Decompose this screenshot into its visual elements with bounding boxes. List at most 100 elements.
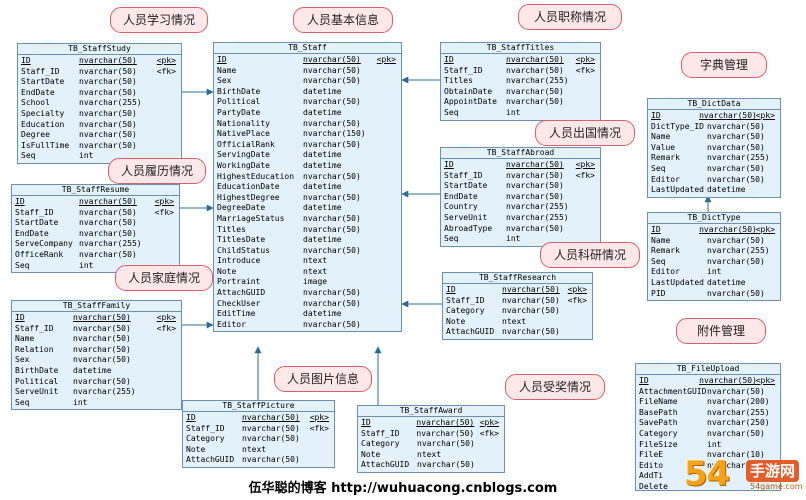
column-key: [773, 246, 778, 257]
column-name: Staff_ID: [444, 170, 483, 180]
column-key: [373, 193, 399, 204]
column-key: [306, 434, 332, 445]
column-name: EducationDate: [217, 182, 280, 192]
column-type: nvarchar(50): [79, 249, 137, 259]
column-type: nvarchar(50): [506, 191, 564, 201]
column-type: nvarchar(50): [707, 428, 765, 438]
column-name: Staff_ID: [444, 65, 483, 75]
column-key: <fk>: [309, 423, 329, 433]
column-type: int: [506, 234, 521, 244]
column-type: nvarchar(250): [707, 418, 770, 428]
column-name: AppointDate: [444, 97, 497, 107]
column-key: <pk>: [755, 376, 775, 385]
column-name: Staff_ID: [15, 207, 54, 217]
column-name: Staff_ID: [15, 323, 54, 333]
column-name: LastUpdated: [651, 185, 704, 195]
callout-award: 人员受奖情况: [505, 374, 605, 400]
column-key: [373, 246, 399, 257]
column-type: datetime: [303, 160, 342, 170]
column-name: WorkingDate: [217, 160, 270, 170]
column-name: FileSize: [639, 439, 678, 449]
column-key: [771, 408, 778, 419]
column-type: nvarchar(50): [699, 376, 756, 385]
column-name: Sex: [15, 355, 30, 365]
table-title: TB_StaffAbroad: [441, 148, 600, 159]
column-key: [141, 141, 179, 152]
column-type: nvarchar(50): [79, 207, 137, 217]
column-key: [373, 129, 399, 140]
column-type: nvarchar(50): [416, 418, 475, 427]
column-key: <pk>: [575, 55, 595, 64]
table-title: TB_StaffStudy: [18, 44, 181, 55]
column-name: AttachGUID: [217, 288, 266, 298]
column-key: [481, 450, 502, 461]
column-key: [373, 76, 399, 87]
column-name: Delete: [639, 481, 668, 491]
watermark-url: 54game.com: [750, 482, 803, 491]
column-key: [373, 214, 399, 225]
table-title: TB_StaffTitles: [441, 43, 600, 54]
column-name: Category: [446, 306, 485, 316]
column-name: Seq: [15, 397, 30, 407]
column-key: <pk>: [567, 285, 587, 294]
column-type: nvarchar(255): [506, 212, 569, 222]
column-type: ntext: [417, 449, 442, 459]
column-name: OfficialRank: [217, 139, 275, 149]
column-key: <pk>: [156, 313, 176, 322]
column-name: Name: [217, 65, 237, 75]
column-type: nvarchar(50): [73, 344, 131, 354]
column-name: Seq: [21, 151, 36, 161]
column-key: <fk>: [575, 65, 595, 75]
column-type: nvarchar(50): [303, 55, 361, 64]
column-key: [773, 236, 778, 247]
column-type: nvarchar(50): [303, 298, 361, 308]
column-key: [141, 218, 177, 229]
column-key: [373, 108, 399, 119]
column-key: [373, 256, 399, 267]
column-type: ntext: [303, 256, 328, 266]
column-name: ServeUnit: [15, 387, 59, 397]
column-name: Editor: [651, 267, 680, 277]
column-name: IsFullTime: [21, 140, 70, 150]
column-key: [773, 143, 778, 154]
column-key: [566, 327, 590, 338]
column-key: [570, 76, 598, 87]
column-key: [771, 397, 778, 408]
table-title: TB_FileUpload: [636, 364, 780, 375]
column-type: nvarchar(50): [707, 256, 765, 266]
column-name: Seq: [651, 163, 666, 173]
column-key: [570, 192, 598, 203]
column-name: Titles: [444, 76, 473, 86]
column-key: <pk>: [309, 413, 329, 422]
column-type: nvarchar(50): [73, 313, 131, 322]
column-key: <fk>: [479, 428, 499, 438]
column-type: nvarchar(10): [707, 450, 765, 460]
column-name: Seq: [444, 234, 459, 244]
